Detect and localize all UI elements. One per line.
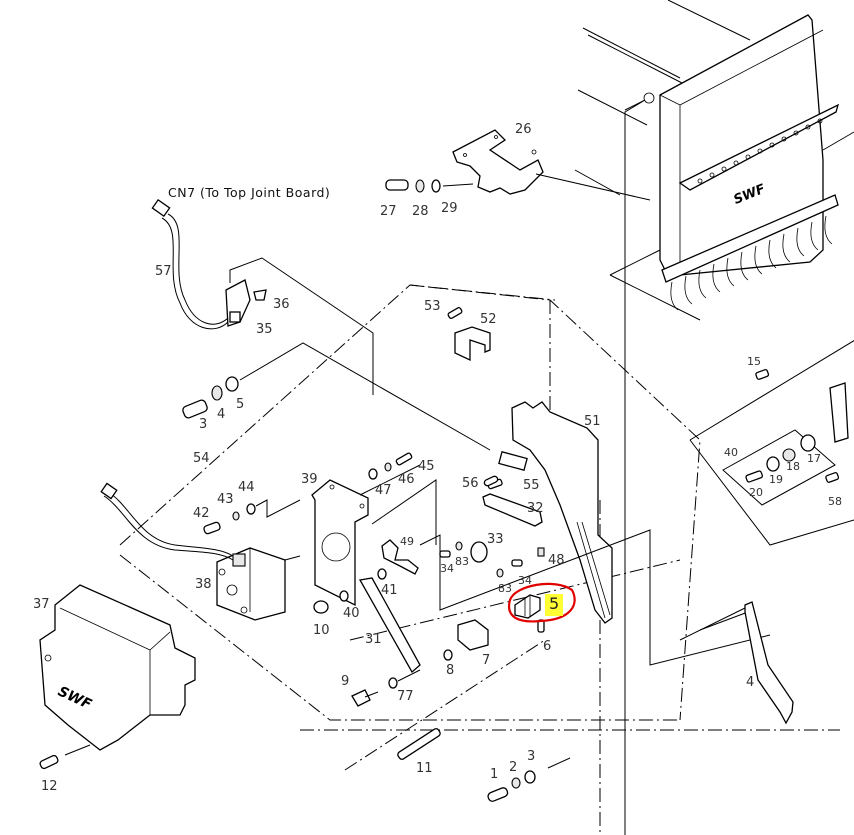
part-label: 20 [749,486,763,499]
part-label: 27 [380,204,397,219]
part-label: 17 [807,452,821,465]
part-label: 4 [217,407,226,422]
part-label: 34 [518,574,532,587]
part-label: 56 [462,476,479,491]
link-31 [358,577,421,674]
part-label: 52 [480,312,497,327]
part-label: 12 [41,779,58,794]
part-26-bracket [442,129,651,201]
part-label: 39 [301,472,318,487]
part-label: 34 [440,562,454,575]
part-label: 49 [400,535,414,548]
part-label: 9 [341,674,350,689]
part-label: 43 [217,492,234,507]
part-label: 37 [33,597,50,612]
part-label: 29 [441,201,458,216]
part-label: 10 [313,623,330,638]
part-label: 7 [482,653,491,668]
part-label: 45 [418,459,435,474]
part-label: 77 [397,689,414,704]
part-label: 18 [786,460,800,473]
part-label: 19 [769,473,783,486]
plate-51 [511,401,613,624]
connector-caption: CN7 (To Top Joint Board) [168,185,331,200]
part-label: 55 [523,478,540,493]
part-label: 36 [273,297,290,312]
part-label: 42 [193,506,210,521]
part-label: 3 [199,417,208,432]
sensor-35-cable-57 [151,198,374,395]
block-7 [457,619,489,651]
part-label: 15 [747,355,761,368]
bracket-52 [454,326,491,362]
part-label: 31 [365,632,382,647]
motor-bracket-39 [311,464,421,607]
lever-4 [679,601,794,725]
fasteners-27-28-29 [385,179,441,193]
part-label: 6 [543,639,552,654]
part-label: 32 [527,501,544,516]
part-label: 47 [375,483,392,498]
spring-33 [470,541,488,563]
part-label: 40 [343,606,360,621]
part-label: 11 [416,761,433,776]
part-label: 53 [424,299,441,314]
part-label: 8 [446,663,455,678]
part-label: 40 [724,446,738,459]
part-label: 1 [490,767,499,782]
part-label: 51 [584,414,601,429]
part-label: 58 [828,495,842,508]
pin-56 [483,475,499,487]
part-label: 46 [398,472,415,487]
highlighted-part-label: 5 [545,594,564,616]
part-label: 35 [256,322,273,337]
part-label: 26 [515,122,532,137]
part-label: 57 [155,264,172,279]
plate-49 [381,539,419,575]
part-label: 83 [455,555,469,568]
part-label: 83 [498,582,512,595]
part-label: 4 [746,675,755,690]
part-label: 33 [487,532,504,547]
part-label: 41 [381,583,398,598]
subassembly-40 [689,340,854,546]
pin-11 [397,728,441,760]
part-label: 48 [548,553,565,568]
fasteners-3-4-5-top [182,342,491,451]
part-label: 2 [509,760,518,775]
part-label: 3 [527,749,536,764]
embroidery-head-assembly: SWF [574,0,854,835]
cover-37: SWF [39,584,196,751]
part-label: 28 [412,204,429,219]
block-55 [498,451,528,471]
lever-32 [482,493,543,527]
stepper-motor-38 [100,482,301,621]
needle-row [697,118,823,184]
take-up-levers [670,215,833,311]
part-label: 5 [236,397,245,412]
part-label: 54 [193,451,210,466]
part-label: 44 [238,480,255,495]
highlight-circle [507,582,576,623]
part-label: 38 [195,577,212,592]
